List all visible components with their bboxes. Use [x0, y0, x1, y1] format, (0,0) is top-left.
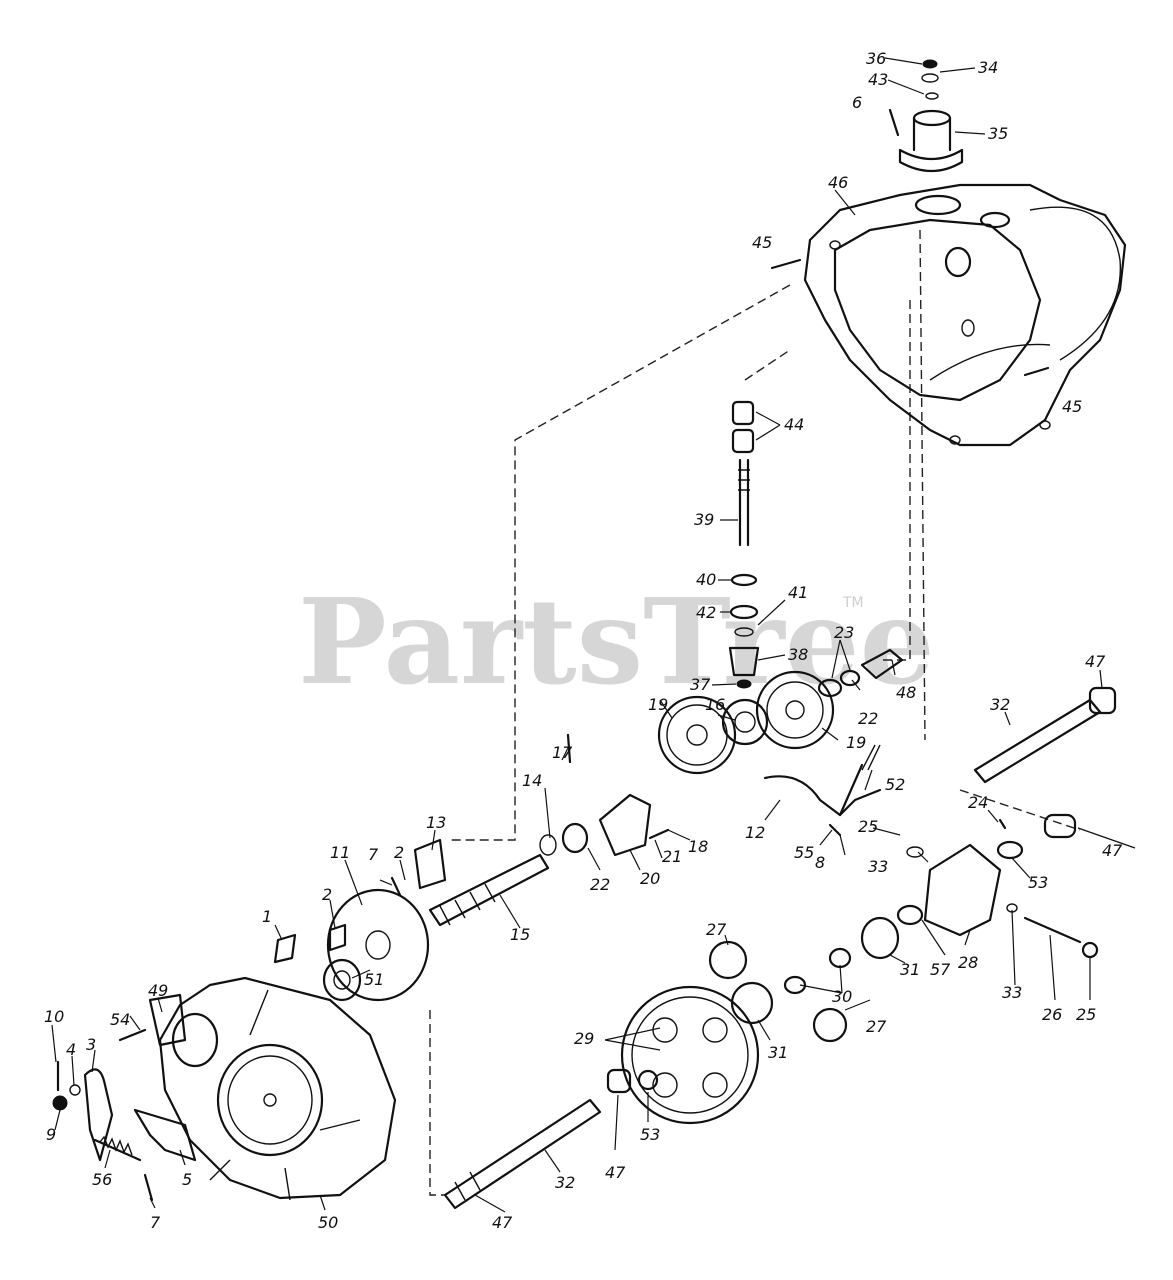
callout-55: 55 [794, 843, 814, 862]
callout-48: 48 [896, 683, 916, 702]
dowel-pins [770, 258, 1050, 377]
callout-47-mid: 47 [605, 1163, 626, 1182]
callout-31-left: 31 [768, 1043, 788, 1062]
callout-22-upper: 22 [858, 709, 878, 728]
callout-42: 42 [696, 603, 716, 622]
callout-7-lower: 7 [150, 1213, 161, 1232]
callout-17: 17 [552, 743, 573, 762]
callout-30: 30 [832, 987, 852, 1006]
callout-41: 41 [788, 583, 808, 602]
callout-35: 35 [988, 124, 1008, 143]
callout-10: 10 [44, 1007, 64, 1026]
callout-18: 18 [688, 837, 708, 856]
callout-16: 16 [705, 695, 725, 714]
hub-assembly [539, 733, 670, 857]
callout-14: 14 [522, 771, 542, 790]
callout-52: 52 [885, 775, 905, 794]
callout-2-lower: 2 [322, 885, 332, 904]
callout-23: 23 [834, 623, 854, 642]
callout-53-right: 53 [1028, 873, 1048, 892]
callout-7-upper: 7 [368, 845, 379, 864]
callout-13: 13 [426, 813, 446, 832]
watermark-trademark: TM [842, 595, 864, 611]
callout-5: 5 [182, 1170, 192, 1189]
callout-51: 51 [364, 970, 384, 989]
callout-39: 39 [694, 510, 714, 529]
shift-fork-assembly [763, 744, 882, 837]
watermark-text: PartsTree [298, 572, 935, 711]
housing-lower [118, 976, 397, 1201]
callout-27-lower: 27 [866, 1017, 887, 1036]
callout-40: 40 [696, 570, 716, 589]
callout-8: 8 [815, 853, 825, 872]
callout-47-bottom: 47 [492, 1213, 513, 1232]
housing-upper [803, 183, 1127, 447]
callout-47-right: 47 [1102, 841, 1123, 860]
callout-44: 44 [784, 415, 804, 434]
callout-22-lower: 22 [590, 875, 610, 894]
callout-32-lower: 32 [555, 1173, 575, 1192]
callout-37: 37 [690, 675, 711, 694]
reduction-gear-assembly [443, 686, 1117, 1210]
callout-45-upper: 45 [752, 233, 772, 252]
callout-9: 9 [46, 1125, 56, 1144]
callout-4: 4 [66, 1040, 76, 1059]
callout-53-lower: 53 [640, 1125, 660, 1144]
callout-28: 28 [958, 953, 978, 972]
callout-labels: 36 34 43 6 35 46 45 45 44 39 40 41 42 23… [44, 49, 1123, 1232]
callout-31-right: 31 [900, 960, 920, 979]
callout-36: 36 [866, 49, 886, 68]
callout-32-right: 32 [990, 695, 1010, 714]
callout-33-upper: 33 [868, 857, 888, 876]
callout-2-upper: 2 [394, 843, 404, 862]
callout-15: 15 [510, 925, 530, 944]
callout-3: 3 [86, 1035, 96, 1054]
callout-57: 57 [930, 960, 951, 979]
output-shaft-assembly [273, 838, 550, 1002]
callout-27-upper: 27 [706, 920, 727, 939]
callout-29: 29 [574, 1029, 594, 1048]
callout-24: 24 [968, 793, 988, 812]
callout-33-lower: 33 [1002, 983, 1022, 1002]
callout-56: 56 [92, 1170, 112, 1189]
callout-50: 50 [318, 1213, 338, 1232]
watermark: PartsTree TM [298, 572, 935, 711]
callout-54: 54 [110, 1010, 130, 1029]
top-cap-assembly [888, 59, 964, 172]
callout-49: 49 [148, 981, 168, 1000]
callout-6: 6 [852, 93, 862, 112]
callout-25-lower: 25 [1076, 1005, 1096, 1024]
callout-47-top: 47 [1085, 652, 1106, 671]
input-shaft-assembly [728, 400, 760, 689]
callout-45-lower: 45 [1062, 397, 1082, 416]
callout-12: 12 [745, 823, 765, 842]
callout-1: 1 [262, 907, 272, 926]
callout-38: 38 [788, 645, 808, 664]
callout-20: 20 [640, 869, 660, 888]
callout-11: 11 [330, 843, 350, 862]
differential-assembly [657, 648, 904, 775]
callout-46: 46 [828, 173, 848, 192]
callout-43: 43 [868, 70, 888, 89]
alignment-lines [429, 229, 1081, 1196]
callout-19-left: 19 [648, 695, 668, 714]
callout-19-right: 19 [846, 733, 866, 752]
brake-lever-assembly [52, 1060, 197, 1202]
callout-21: 21 [662, 847, 682, 866]
leader-lines [51, 57, 1136, 1213]
callout-34: 34 [978, 58, 998, 77]
callout-25-upper: 25 [858, 817, 878, 836]
callout-26: 26 [1042, 1005, 1062, 1024]
